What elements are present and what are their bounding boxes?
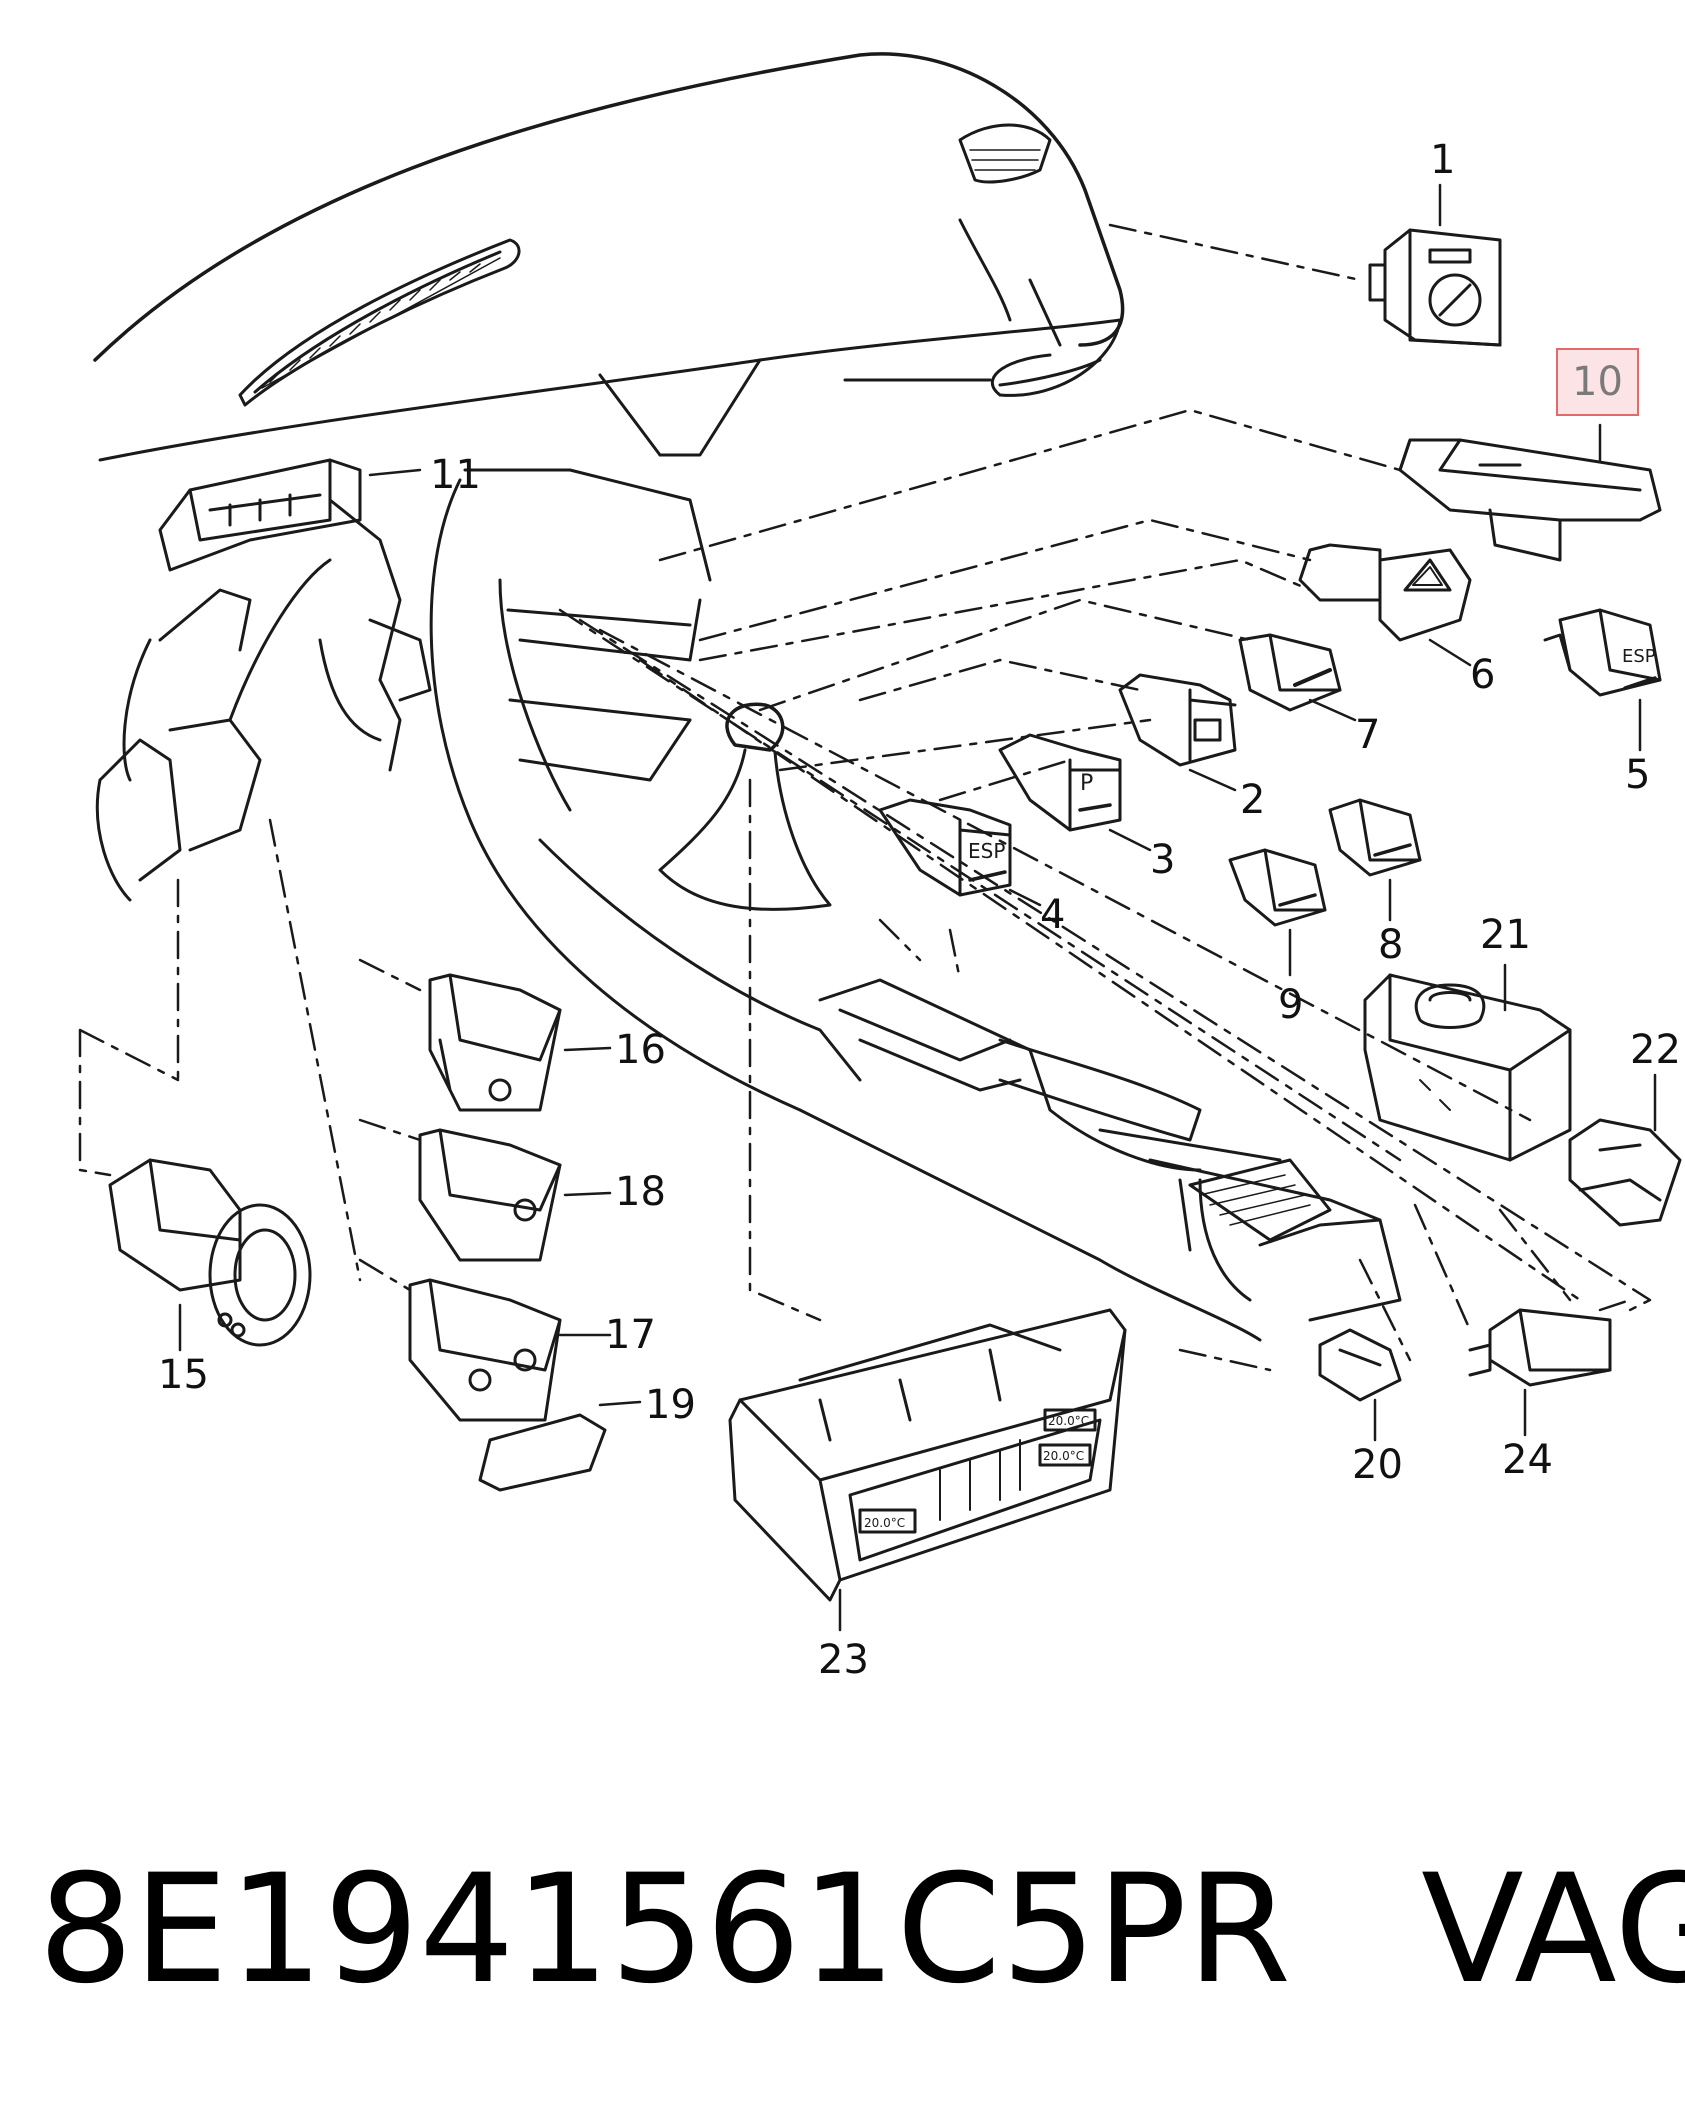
part-9-blank-cover bbox=[1228, 848, 1327, 927]
part-23-temp-right: 20.0°C bbox=[1048, 1414, 1089, 1428]
part-3-parking-label: P bbox=[1080, 771, 1093, 796]
callout-17: 17 bbox=[605, 1312, 656, 1358]
part-20-switch bbox=[1318, 1328, 1402, 1402]
callout-24: 24 bbox=[1502, 1437, 1553, 1483]
part-17-switch bbox=[408, 1278, 562, 1422]
callout-8: 8 bbox=[1378, 922, 1404, 968]
callout-20: 20 bbox=[1352, 1442, 1403, 1488]
brand-name: VAG bbox=[1421, 1843, 1685, 2017]
part-23-temp-left: 20.0°C bbox=[864, 1516, 905, 1530]
callout-5: 5 bbox=[1625, 752, 1651, 798]
exploded-parts-diagram: ESP P ESP bbox=[78, 52, 1682, 1632]
part-4-esp-switch bbox=[878, 798, 1012, 897]
part-5-esp-switch bbox=[1543, 608, 1662, 697]
callout-2: 2 bbox=[1240, 777, 1266, 823]
part-2-switch bbox=[1118, 673, 1237, 767]
part-1-headlight-switch bbox=[1368, 228, 1502, 347]
leader-lines bbox=[78, 223, 1652, 1372]
callout-leaders bbox=[178, 183, 1657, 1632]
part-5-esp-label: ESP bbox=[1622, 646, 1656, 667]
callout-11: 11 bbox=[430, 452, 481, 498]
callout-15: 15 bbox=[158, 1352, 209, 1398]
callout-6: 6 bbox=[1470, 652, 1496, 698]
part-22-switch bbox=[1568, 1118, 1682, 1227]
part-23-temp-right-mid: 20.0°C bbox=[1043, 1449, 1084, 1463]
callout-1: 1 bbox=[1430, 137, 1456, 183]
part-11-vent-module bbox=[158, 458, 362, 572]
callout-9: 9 bbox=[1278, 982, 1304, 1028]
left-dash-area bbox=[95, 498, 432, 902]
callout-21: 21 bbox=[1480, 912, 1531, 958]
callout-16: 16 bbox=[615, 1027, 666, 1073]
part-15-ignition-lock bbox=[108, 1158, 312, 1347]
callout-3: 3 bbox=[1150, 837, 1176, 883]
part-4-esp-label: ESP bbox=[968, 839, 1005, 863]
callout-19: 19 bbox=[645, 1382, 696, 1428]
callout-10: 10 bbox=[1556, 348, 1639, 416]
part-10-switch-panel bbox=[1398, 438, 1662, 562]
callout-23: 23 bbox=[818, 1637, 869, 1683]
part-3-parking-switch bbox=[998, 733, 1122, 832]
part-number: 8E1941561C5PR bbox=[38, 1843, 1292, 2017]
part-21-mmi-controller bbox=[1363, 973, 1572, 1162]
part-7-blank-cover bbox=[1238, 633, 1342, 712]
part-19-trim-panel bbox=[478, 1413, 607, 1492]
part-16-switch bbox=[428, 973, 562, 1112]
callout-22: 22 bbox=[1630, 1027, 1681, 1073]
callout-18: 18 bbox=[615, 1169, 666, 1215]
center-console bbox=[429, 468, 1402, 1342]
part-24-switch bbox=[1468, 1308, 1612, 1387]
part-23-climate-control bbox=[728, 1308, 1127, 1602]
callout-4: 4 bbox=[1040, 892, 1066, 938]
part-8-blank-cover bbox=[1328, 798, 1422, 877]
callout-7: 7 bbox=[1355, 712, 1381, 758]
dashboard-outline bbox=[93, 52, 1125, 462]
part-6-hazard-switch bbox=[1298, 543, 1472, 642]
part-18-switch bbox=[418, 1128, 562, 1262]
